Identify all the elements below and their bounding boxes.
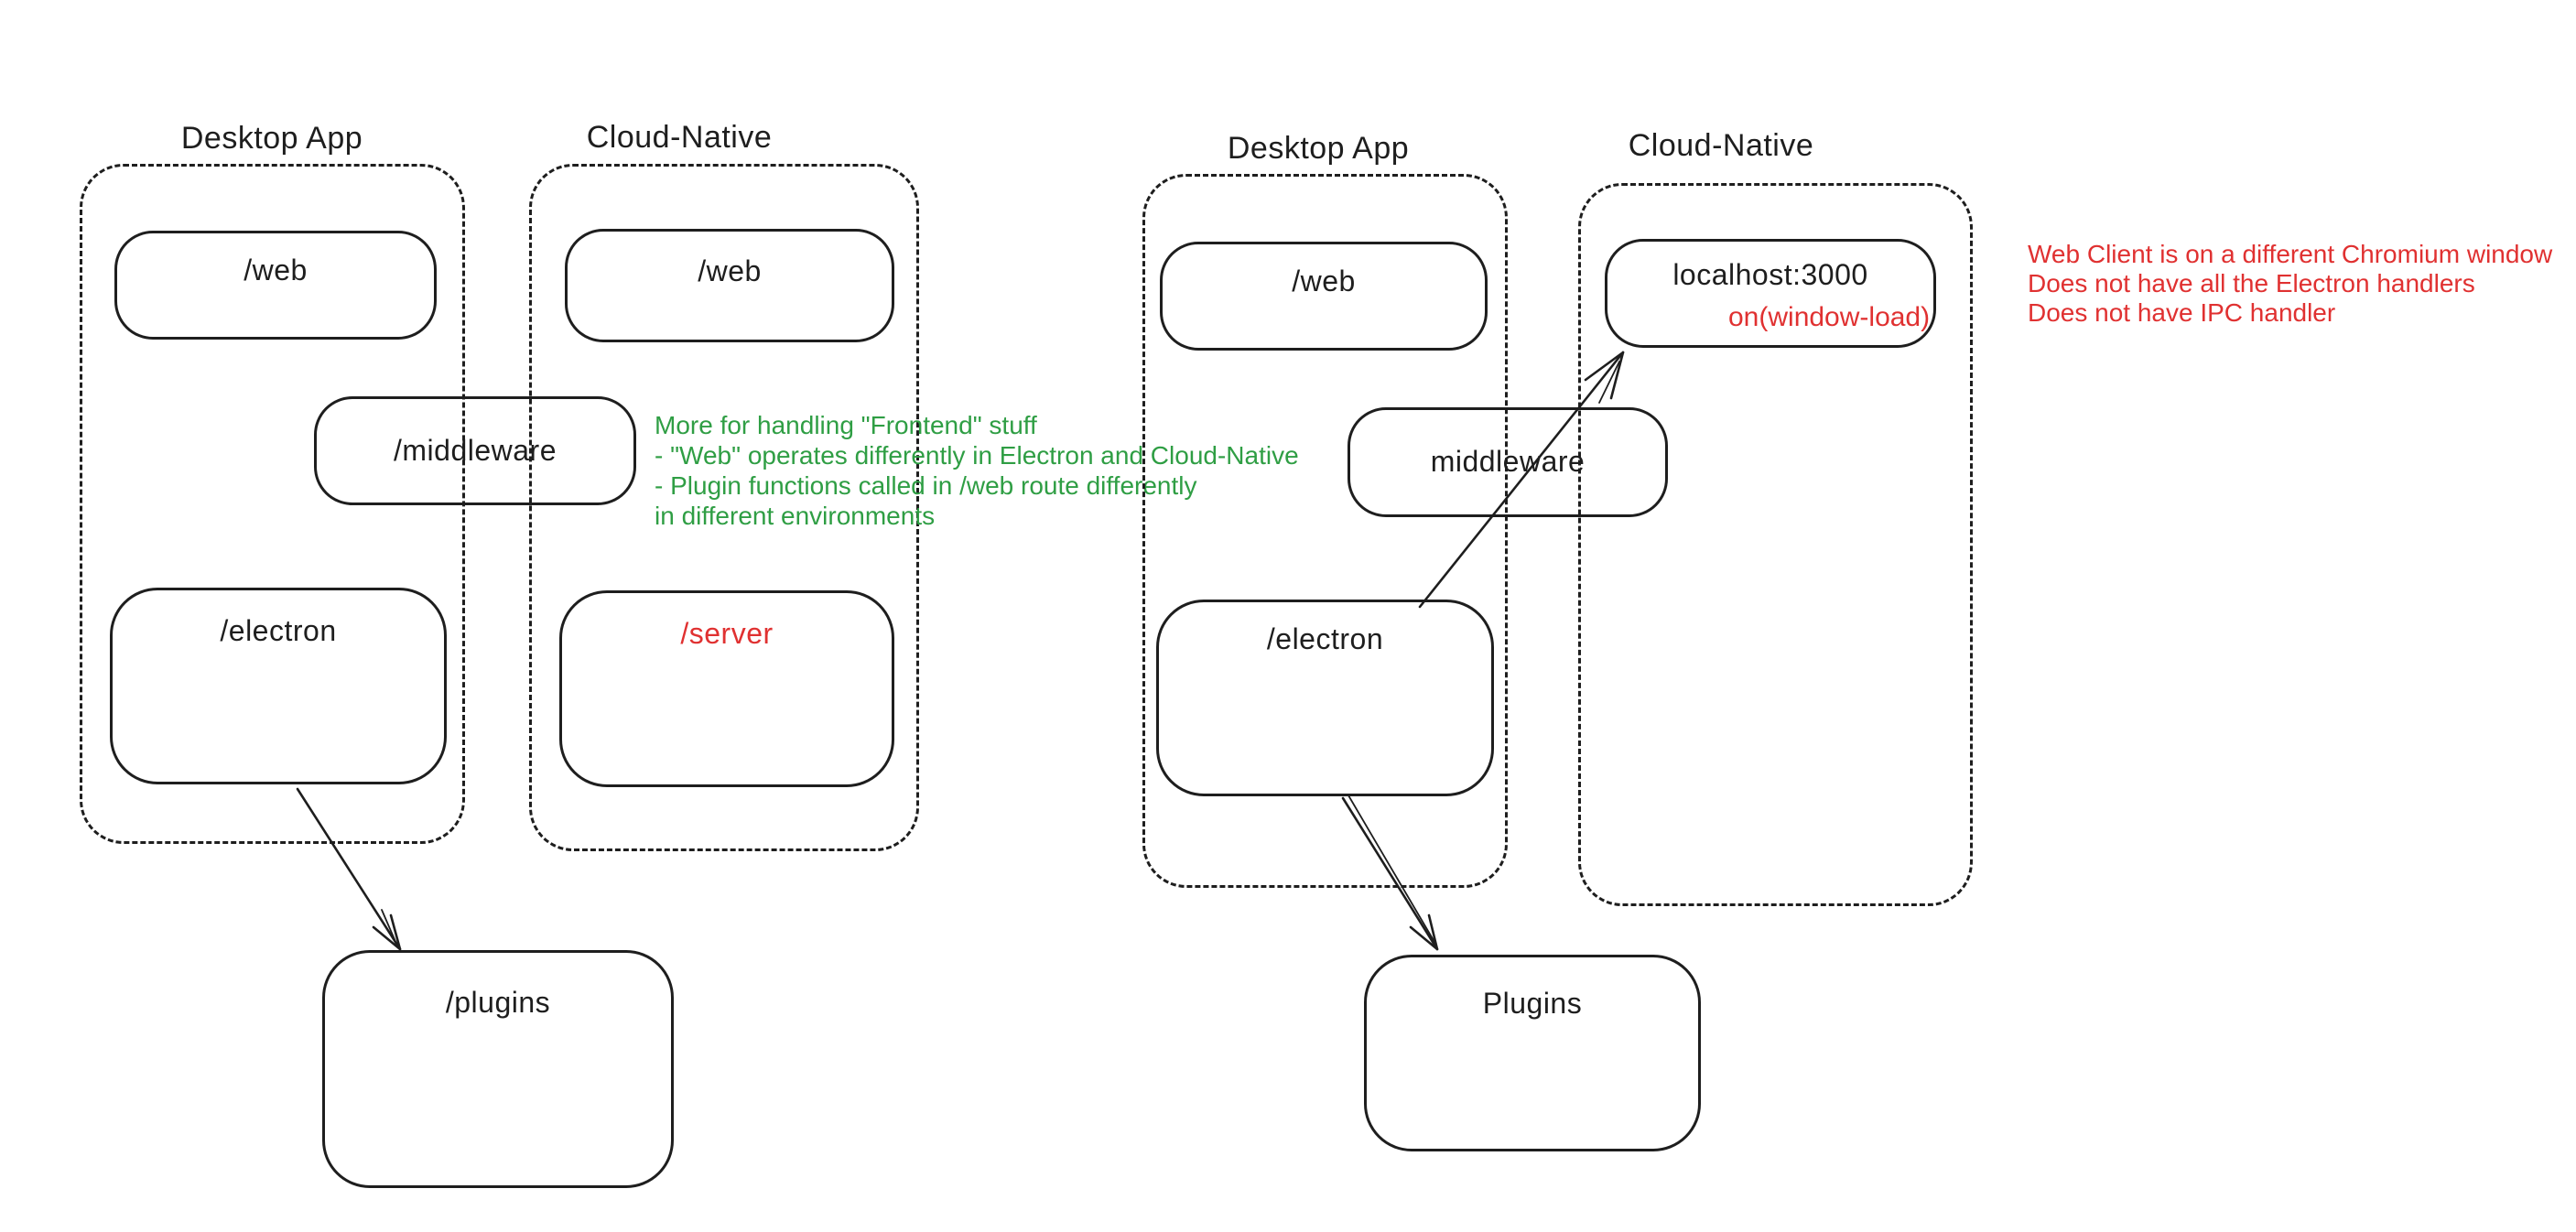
green-note-line: - Plugin functions called in /web route … (655, 471, 1197, 500)
box-plugins-left-label: /plugins (445, 986, 551, 1019)
box-plugins-left: /plugins (322, 950, 674, 1188)
zone-cloud-native-left (529, 164, 919, 851)
box-middleware-left-label: /middleware (393, 434, 557, 467)
red-note: Web Client is on a different Chromium wi… (2028, 240, 2552, 328)
red-note-line: Does not have all the Electron handlers (2028, 269, 2475, 297)
box-electron-right-label: /electron (1266, 622, 1384, 655)
box-electron-left-label: /electron (220, 614, 337, 647)
box-web-desktop-right-label: /web (1292, 265, 1356, 297)
box-web-desktop-left-label: /web (244, 254, 308, 286)
box-web-cloud-left: /web (565, 229, 894, 342)
on-window-load-label: on(window-load) (1728, 302, 1931, 332)
box-localhost-3000-label: localhost:3000 (1672, 258, 1868, 291)
zone-title-desktop-app-left: Desktop App (180, 121, 363, 156)
box-electron-left: /electron (110, 588, 447, 784)
box-middleware-left: /middleware (314, 396, 636, 505)
box-web-desktop-right: /web (1160, 242, 1488, 351)
green-note-line: - "Web" operates differently in Electron… (655, 441, 1299, 470)
box-electron-right: /electron (1156, 600, 1494, 796)
zone-title-cloud-native-left: Cloud-Native (586, 120, 773, 155)
box-server-left-label: /server (680, 617, 774, 650)
box-middleware-right: middleware (1348, 407, 1668, 517)
green-note: More for handling "Frontend" stuff - "We… (655, 410, 1299, 531)
green-note-line: More for handling "Frontend" stuff (655, 411, 1037, 439)
box-server-left: /server (559, 590, 894, 787)
zone-title-cloud-native-right: Cloud-Native (1628, 128, 1814, 163)
box-plugins-right-label: Plugins (1482, 987, 1583, 1020)
box-web-cloud-left-label: /web (698, 254, 762, 287)
green-note-line: in different environments (655, 502, 936, 530)
red-note-line: Does not have IPC handler (2028, 298, 2336, 327)
box-middleware-right-label: middleware (1430, 445, 1586, 478)
red-note-line: Web Client is on a different Chromium wi… (2028, 240, 2553, 268)
box-web-desktop-left: /web (114, 231, 437, 340)
box-localhost-3000: localhost:3000 on(window-load) (1605, 239, 1936, 348)
zone-title-desktop-app-right: Desktop App (1227, 131, 1410, 166)
box-plugins-right: Plugins (1364, 955, 1701, 1151)
